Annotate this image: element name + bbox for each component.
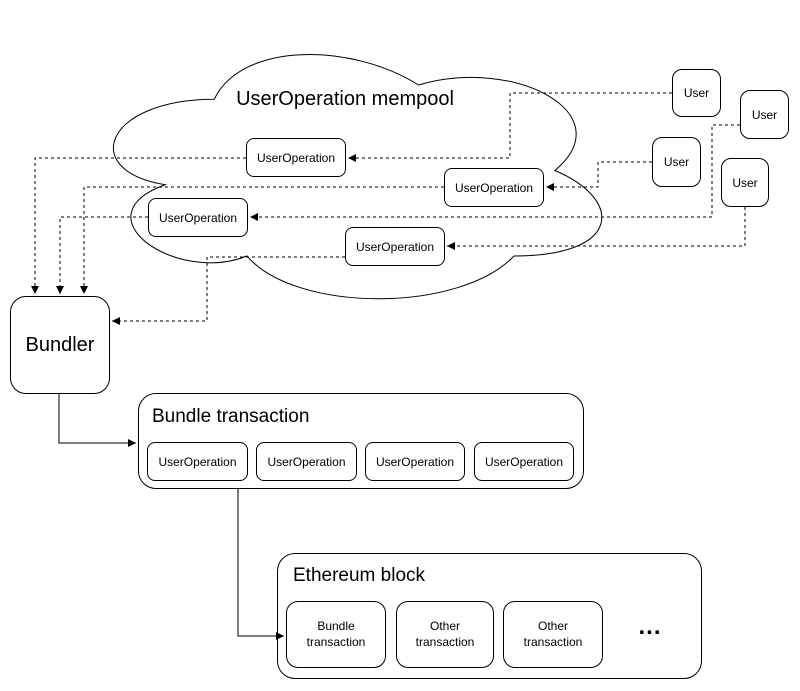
more-transactions-ellipsis: ...	[638, 613, 662, 640]
mempool-userop-1: UserOperation	[246, 138, 346, 177]
mempool-cloud-shape	[112, 54, 603, 300]
eth-other-transaction-box-2: Other transaction	[503, 601, 603, 668]
bundle-userop-1: UserOperation	[147, 442, 248, 481]
bundle-userop-2: UserOperation	[256, 442, 357, 481]
ethereum-block-container	[277, 553, 702, 679]
connector-userop3-to-bundler	[56, 216, 148, 294]
connector-user4-to-userop4	[447, 207, 746, 250]
eth-bundle-transaction-box: Bundle transaction	[286, 601, 386, 668]
user-box-4: User	[721, 158, 769, 207]
mempool-userop-3: UserOperation	[148, 198, 248, 237]
ethereum-block-title: Ethereum block	[293, 565, 426, 586]
connector-user1-to-userop1	[348, 92, 672, 162]
connector-bundler-to-bundle-transaction	[58, 394, 136, 447]
connector-userop1-to-bundler	[31, 157, 246, 294]
connector-user2-to-userop3	[250, 124, 740, 221]
bundler-box: Bundler	[10, 296, 110, 394]
user-box-3: User	[652, 137, 701, 187]
connector-bundle-transaction-to-ethereum-block	[237, 489, 284, 640]
mempool-userop-2: UserOperation	[444, 168, 544, 207]
bundle-transaction-container	[138, 393, 584, 489]
mempool-title: UserOperation mempool	[236, 88, 454, 110]
bundle-userop-3: UserOperation	[365, 442, 465, 481]
mempool-userop-4: UserOperation	[345, 227, 445, 266]
connector-user3-to-userop2	[546, 161, 652, 191]
bundle-userop-4: UserOperation	[474, 442, 574, 481]
user-box-2: User	[740, 90, 789, 139]
connector-userop4-to-bundler	[112, 256, 345, 325]
connector-userop2-to-bundler	[80, 186, 444, 294]
bundle-transaction-title: Bundle transaction	[152, 406, 310, 427]
eth-other-transaction-box-1: Other transaction	[396, 601, 494, 668]
user-box-1: User	[672, 69, 721, 117]
